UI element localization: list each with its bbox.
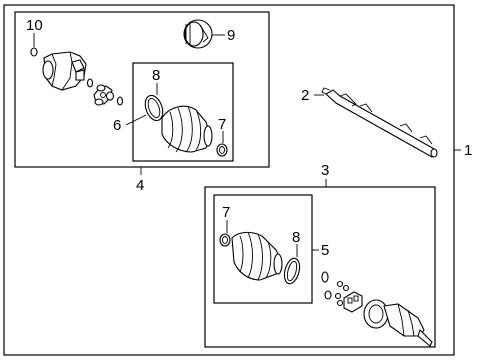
small-clamp-lower-part xyxy=(219,233,231,247)
inner-boot-part xyxy=(161,105,213,153)
outer-boot-kit-frame xyxy=(213,194,313,304)
inner-joint-housing-part xyxy=(42,51,87,91)
dust-cover-part xyxy=(183,19,213,49)
callout-4: 4 xyxy=(136,177,144,194)
callout-7-lower: 7 xyxy=(222,204,230,221)
callout-1: 1 xyxy=(464,142,472,159)
large-clamp-lower-part xyxy=(283,257,301,285)
axle-assembly-frame xyxy=(3,4,455,356)
callout-2: 2 xyxy=(301,87,309,104)
outer-joint-small-parts xyxy=(321,271,350,307)
callout-8-lower: 8 xyxy=(292,229,300,246)
large-clamp-part xyxy=(144,94,164,122)
inner-joint-group-frame xyxy=(14,11,270,168)
callout-5: 5 xyxy=(321,242,329,259)
callout-8-upper: 8 xyxy=(152,67,160,84)
callout-10: 10 xyxy=(26,17,43,34)
callout-3: 3 xyxy=(321,162,329,179)
tripod-spider-part xyxy=(93,84,115,106)
outer-joint-group-frame xyxy=(204,186,436,348)
callout-7-upper: 7 xyxy=(218,116,226,133)
small-clamp-part xyxy=(216,143,228,157)
snap-ring-part xyxy=(30,47,38,57)
leader-lines xyxy=(33,33,461,257)
callout-9: 9 xyxy=(227,27,235,44)
outer-boot-part xyxy=(231,231,283,281)
inner-boot-kit-frame xyxy=(132,62,234,162)
ball-cage-part xyxy=(343,291,363,313)
drive-shaft-part xyxy=(321,87,438,158)
outer-joint-housing-part xyxy=(363,299,433,347)
callout-6: 6 xyxy=(113,117,121,134)
inner-clip-parts xyxy=(86,78,124,106)
